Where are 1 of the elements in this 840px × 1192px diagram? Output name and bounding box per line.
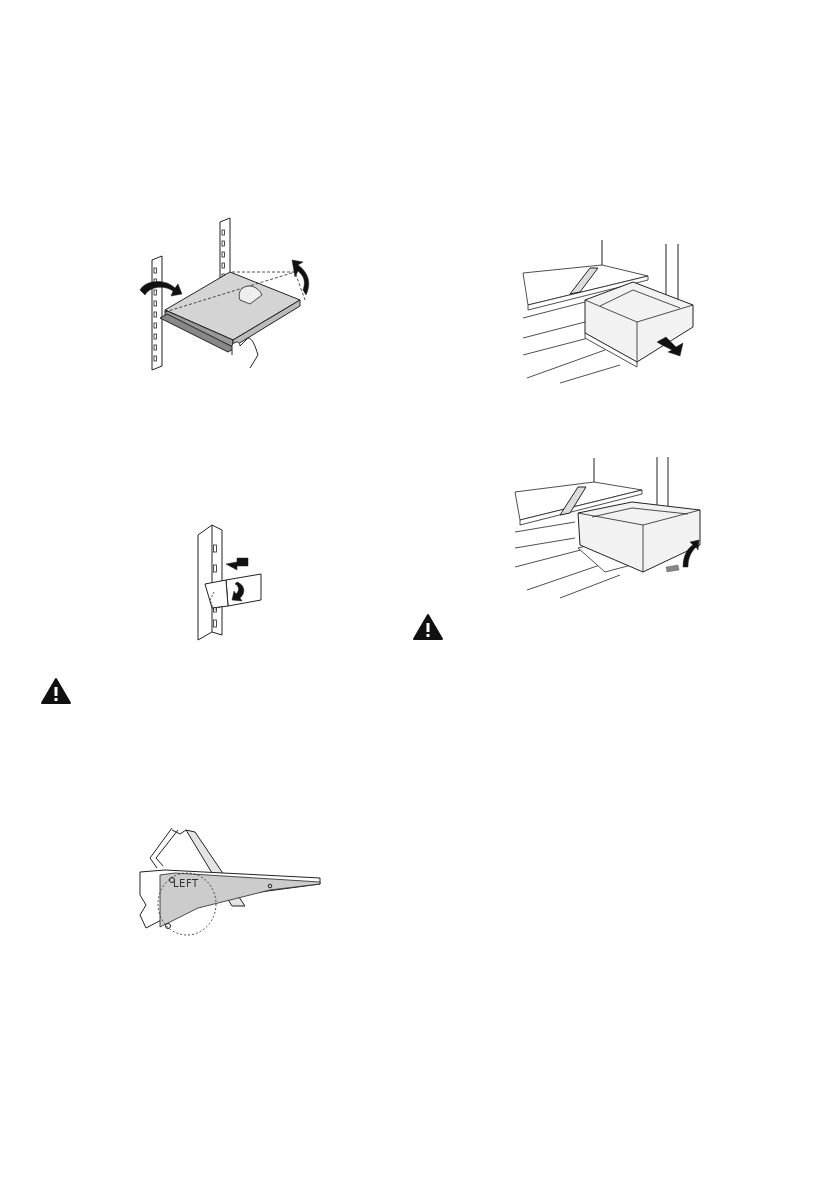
part-marking: LEFT	[173, 878, 199, 889]
